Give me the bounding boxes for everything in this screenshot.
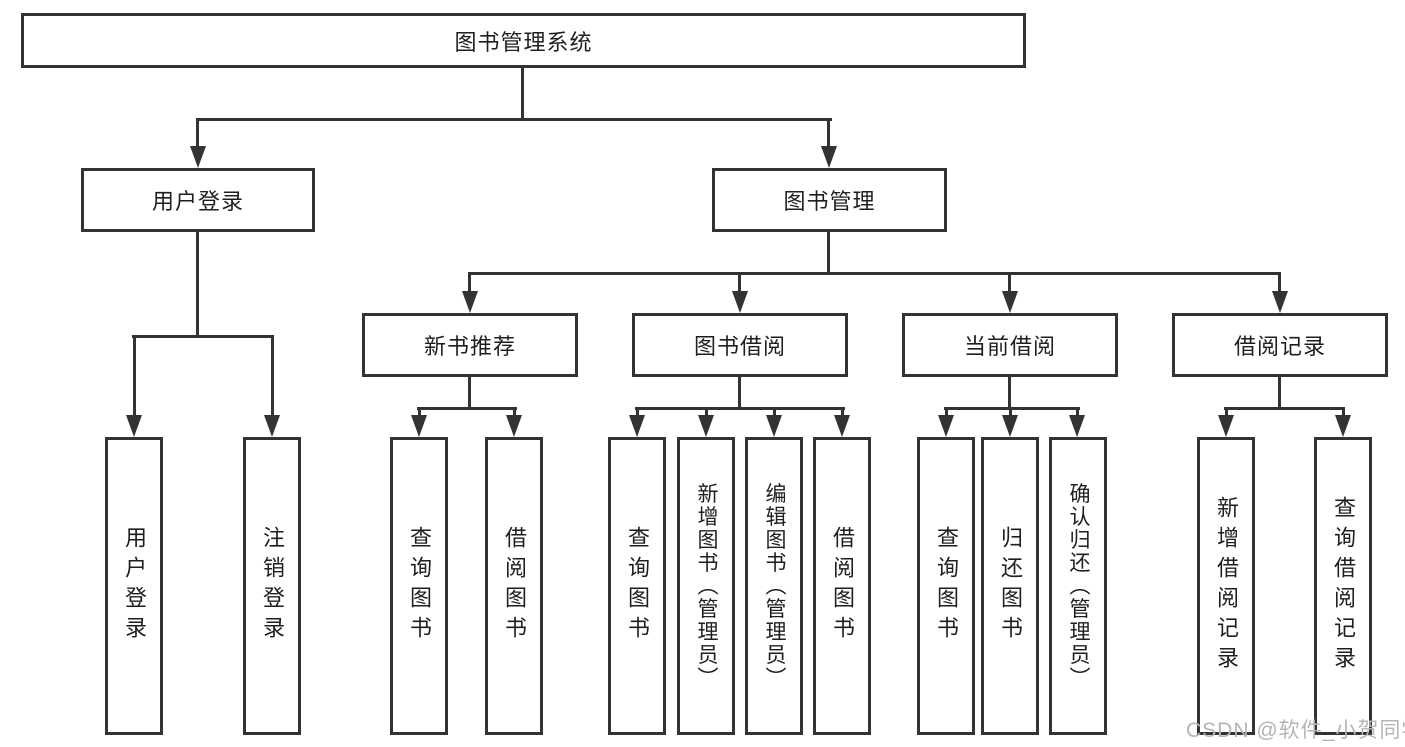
node-borrowing-records: 借阅记录 (1172, 313, 1388, 377)
connector-line (1225, 407, 1228, 419)
connector-line (945, 407, 948, 419)
node-label: 图书管理 (783, 189, 876, 214)
leaf-query-books-3: 查询图书 (917, 437, 975, 735)
leaf-label: 编辑图书（管理员） (763, 482, 786, 690)
node-label: 当前借阅 (963, 334, 1056, 359)
connector-line (1278, 377, 1281, 410)
connector-line (773, 407, 776, 419)
node-label: 借阅记录 (1233, 334, 1326, 359)
connector-rail (1224, 407, 1345, 410)
arrowhead-icon (506, 415, 522, 437)
connector-line (1009, 407, 1012, 419)
leaf-label: 确认归还（管理员） (1067, 482, 1090, 690)
leaf-borrow-books-2: 借阅图书 (813, 437, 871, 735)
leaf-return-book: 归还图书 (981, 437, 1039, 735)
connector-line (468, 272, 471, 294)
connector-rail (132, 335, 273, 338)
arrowhead-icon (1272, 291, 1288, 313)
connector-rail (417, 407, 517, 410)
leaf-label: 查询图书 (407, 526, 432, 646)
connector-line (418, 407, 421, 419)
arrowhead-icon (821, 146, 837, 168)
connector-line (133, 335, 136, 417)
leaf-query-borrow-record: 查询借阅记录 (1314, 437, 1372, 735)
arrowhead-icon (190, 146, 206, 168)
connector-line (196, 118, 199, 148)
leaf-label: 新增借阅记录 (1214, 496, 1239, 676)
arrowhead-icon (1335, 415, 1351, 437)
csdn-watermark: CSDN @软件_小贺同学 (1186, 719, 1405, 742)
leaf-edit-book-admin: 编辑图书（管理员） (745, 437, 803, 735)
leaf-label: 用户登录 (122, 526, 147, 646)
arrowhead-icon (264, 415, 280, 437)
connector-line (1342, 407, 1345, 419)
connector-rail (944, 407, 1080, 410)
connector-rail (635, 407, 845, 410)
node-current-borrowing: 当前借阅 (902, 313, 1118, 377)
leaf-query-books-1: 查询图书 (390, 437, 448, 735)
node-book-borrowing: 图书借阅 (632, 313, 848, 377)
connector-line (705, 407, 708, 419)
leaf-add-book-admin: 新增图书（管理员） (677, 437, 735, 735)
connector-line (468, 377, 471, 410)
leaf-label: 借阅图书 (502, 526, 527, 646)
arrowhead-icon (938, 415, 954, 437)
leaf-query-books-2: 查询图书 (608, 437, 666, 735)
leaf-label: 归还图书 (998, 526, 1023, 646)
node-root-library-system: 图书管理系统 (21, 13, 1026, 68)
leaf-label: 注销登录 (260, 526, 285, 646)
node-new-book-recommend: 新书推荐 (362, 313, 578, 377)
connector-line (738, 377, 741, 410)
arrowhead-icon (1218, 415, 1234, 437)
arrowhead-icon (462, 291, 478, 313)
connector-line (636, 407, 639, 419)
leaf-label: 借阅图书 (830, 526, 855, 646)
connector-rail (196, 118, 832, 121)
arrowhead-icon (732, 291, 748, 313)
leaf-confirm-return-admin: 确认归还（管理员） (1049, 437, 1107, 735)
node-label: 新书推荐 (423, 334, 516, 359)
node-label: 图书管理系统 (454, 29, 593, 55)
connector-line (827, 232, 830, 275)
connector-line (827, 118, 830, 148)
leaf-logout: 注销登录 (243, 437, 301, 735)
arrowhead-icon (766, 415, 782, 437)
arrowhead-icon (1069, 415, 1085, 437)
connector-line (738, 272, 741, 294)
leaf-label: 查询图书 (625, 526, 650, 646)
leaf-label: 新增图书（管理员） (695, 482, 718, 690)
connector-line (1076, 407, 1079, 419)
arrowhead-icon (1002, 415, 1018, 437)
leaf-label: 查询借阅记录 (1331, 496, 1356, 676)
leaf-borrow-books-1: 借阅图书 (485, 437, 543, 735)
connector-line (841, 407, 844, 419)
leaf-user-login: 用户登录 (105, 437, 163, 735)
arrowhead-icon (411, 415, 427, 437)
arrowhead-icon (126, 415, 142, 437)
node-book-management: 图书管理 (712, 168, 947, 232)
connector-line (1008, 272, 1011, 294)
arrowhead-icon (629, 415, 645, 437)
leaf-add-borrow-record: 新增借阅记录 (1197, 437, 1255, 735)
connector-line (521, 68, 524, 121)
connector-line (196, 232, 199, 338)
node-label: 用户登录 (151, 189, 244, 214)
connector-line (271, 335, 274, 417)
connector-line (513, 407, 516, 419)
arrowhead-icon (698, 415, 714, 437)
arrowhead-icon (834, 415, 850, 437)
connector-line (1008, 377, 1011, 410)
node-user-login: 用户登录 (81, 168, 315, 232)
node-label: 图书借阅 (693, 334, 786, 359)
leaf-label: 查询图书 (934, 526, 959, 646)
connector-line (1278, 272, 1281, 294)
arrowhead-icon (1002, 291, 1018, 313)
connector-rail (468, 272, 1281, 275)
